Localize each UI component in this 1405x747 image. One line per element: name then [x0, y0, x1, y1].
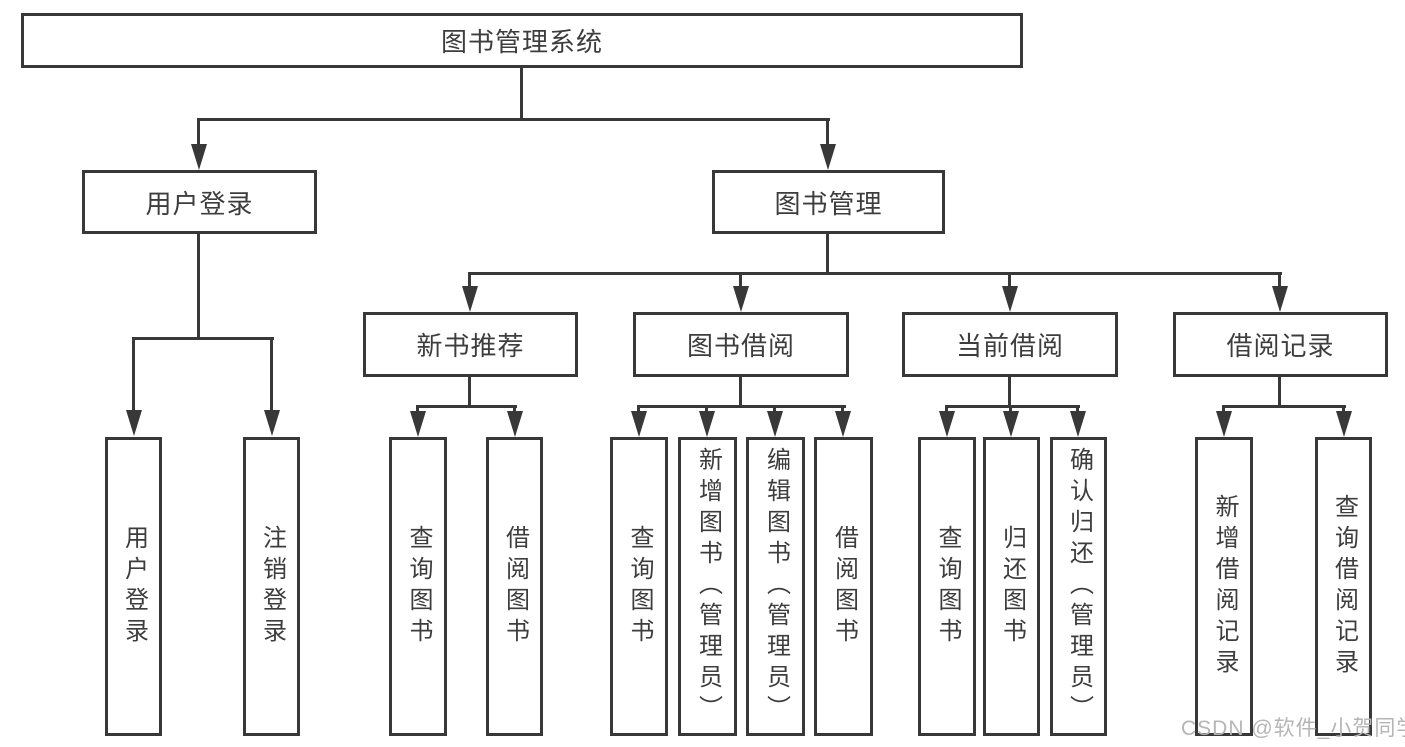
connector-user-login-shaft — [197, 118, 200, 148]
arrow-down-icon — [820, 144, 836, 170]
arrow-down-icon — [1003, 411, 1019, 437]
connector-leaf-shaft — [270, 337, 273, 413]
node-book-management: 图书管理 — [712, 170, 945, 234]
node-borrowing-records: 借阅记录 — [1173, 312, 1388, 377]
connector-book-borrow-branch — [637, 405, 846, 408]
connector-book-mgmt-drop — [826, 234, 829, 275]
connector-leaf-shaft — [416, 405, 419, 415]
connector-new-rec-branch — [416, 405, 517, 408]
connector-leaf-shaft — [945, 405, 948, 415]
arrow-down-icon — [1070, 411, 1086, 437]
connector-leaf-shaft — [773, 405, 776, 415]
connector-records-branch — [1222, 405, 1346, 408]
connector-leaf-shaft — [1009, 405, 1012, 415]
connector-leaf-shaft — [1222, 405, 1225, 415]
connector-level3-shaft — [1008, 272, 1011, 290]
connector-book-mgmt-branch — [468, 272, 1282, 275]
connector-level3-shaft — [739, 272, 742, 290]
leaf-query-books-borrowing: 查询图书 — [610, 437, 668, 736]
connector-user-login-drop — [197, 234, 200, 340]
node-new-book-recommend: 新书推荐 — [363, 312, 578, 377]
leaf-edit-book-admin: 编辑图书（管理员） — [746, 437, 805, 736]
leaf-add-borrow-record: 新增借阅记录 — [1195, 437, 1253, 736]
arrow-down-icon — [507, 411, 523, 437]
leaf-borrow-books-recommend: 借阅图书 — [486, 437, 543, 736]
arrow-down-icon — [191, 144, 207, 170]
leaf-borrow-books-borrowing: 借阅图书 — [814, 437, 873, 736]
arrow-down-icon — [767, 411, 783, 437]
arrow-down-icon — [835, 411, 851, 437]
connector-leaf-shaft — [841, 405, 844, 415]
leaf-query-borrow-record: 查询借阅记录 — [1315, 437, 1372, 736]
arrow-down-icon — [1336, 411, 1352, 437]
connector-root-drop — [520, 68, 523, 118]
leaf-query-books-current: 查询图书 — [918, 437, 976, 736]
node-library-system: 图书管理系统 — [21, 13, 1023, 68]
connector-level3-shaft — [468, 272, 471, 290]
arrow-down-icon — [1272, 286, 1288, 312]
arrow-down-icon — [264, 410, 280, 436]
arrow-down-icon — [699, 411, 715, 437]
node-user-login: 用户登录 — [82, 170, 317, 234]
arrow-down-icon — [1002, 286, 1018, 312]
node-current-borrowing: 当前借阅 — [902, 312, 1118, 377]
arrow-down-icon — [1216, 411, 1232, 437]
leaf-confirm-return-admin: 确认归还（管理员） — [1050, 437, 1107, 736]
arrow-down-icon — [733, 286, 749, 312]
arrow-down-icon — [410, 411, 426, 437]
connector-current-branch — [945, 405, 1080, 408]
connector-leaf-shaft — [705, 405, 708, 415]
connector-level3-shaft — [1278, 272, 1281, 290]
leaf-user-login: 用户登录 — [105, 437, 162, 736]
connector-book-borrow-drop — [739, 377, 742, 408]
connector-new-rec-drop — [468, 377, 471, 408]
connector-records-drop — [1278, 377, 1281, 408]
leaf-query-books-recommend: 查询图书 — [389, 437, 447, 736]
connector-root-branch — [197, 118, 830, 121]
arrow-down-icon — [462, 286, 478, 312]
leaf-add-book-admin: 新增图书（管理员） — [678, 437, 737, 736]
arrow-down-icon — [126, 410, 142, 436]
connector-book-mgmt-shaft — [826, 118, 829, 148]
connector-leaf-shaft — [637, 405, 640, 415]
connector-leaf-shaft — [1076, 405, 1079, 415]
connector-leaf-shaft — [513, 405, 516, 415]
arrow-down-icon — [631, 411, 647, 437]
node-book-borrowing: 图书借阅 — [633, 312, 849, 377]
connector-current-drop — [1008, 377, 1011, 408]
csdn-watermark: CSDN @软件_小贺同学 — [1181, 717, 1405, 740]
arrow-down-icon — [939, 411, 955, 437]
connector-leaf-shaft — [132, 337, 135, 413]
connector-user-login-branch — [132, 337, 274, 340]
leaf-return-book: 归还图书 — [983, 437, 1040, 736]
connector-leaf-shaft — [1342, 405, 1345, 415]
leaf-logout: 注销登录 — [243, 437, 300, 736]
